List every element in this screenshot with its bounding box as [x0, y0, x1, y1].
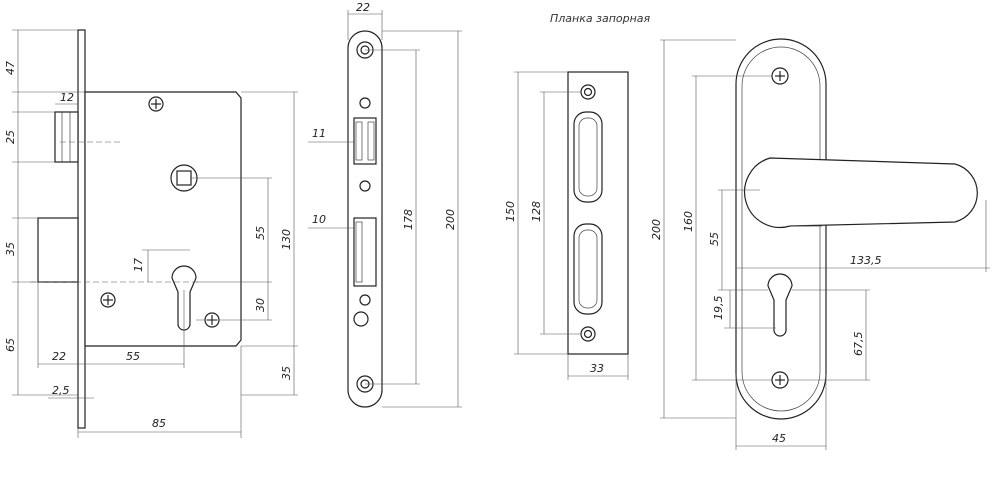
dim-2-5: 2,5 — [52, 384, 70, 397]
dim-30: 30 — [254, 298, 267, 312]
dim-47: 47 — [4, 61, 17, 75]
lever-handle — [744, 157, 978, 229]
dim-12: 12 — [60, 91, 74, 104]
dim-200-faceplate: 200 — [444, 209, 457, 230]
handle-view: 200 160 55 133,5 19,5 67,5 45 — [650, 38, 990, 450]
dim-33: 33 — [590, 362, 604, 375]
screw-icon — [100, 292, 116, 308]
dim-22-faceplate: 22 — [356, 1, 370, 14]
lock-body-view: 47 25 35 65 12 17 22 55 2,5 85 55 130 — [4, 29, 298, 438]
screw-icon — [148, 96, 164, 112]
dim-45: 45 — [772, 432, 786, 445]
escutcheon-plate — [735, 38, 827, 420]
lock-case — [84, 91, 242, 347]
dim-25: 25 — [4, 130, 17, 144]
bolt-opening — [353, 217, 377, 287]
cylinder-cutout — [767, 273, 793, 337]
dim-133-5: 133,5 — [850, 254, 882, 267]
dim-35-left: 35 — [4, 242, 17, 256]
dim-17: 17 — [132, 258, 145, 272]
dim-10: 10 — [312, 213, 326, 226]
spindle-square — [176, 170, 192, 186]
dim-85: 85 — [152, 417, 166, 430]
dim-150: 150 — [504, 201, 517, 222]
dim-128: 128 — [530, 201, 543, 222]
dim-11: 11 — [312, 127, 326, 140]
dim-19-5: 19,5 — [712, 296, 725, 321]
latch-opening — [353, 117, 377, 165]
strike-plate-view: Планка запорная 150 128 33 — [504, 12, 651, 380]
screw-icon — [771, 371, 789, 389]
latch-bolt — [54, 111, 79, 163]
strike-plate-caption: Планка запорная — [550, 12, 651, 25]
dim-65: 65 — [4, 338, 17, 352]
dim-67-5: 67,5 — [852, 332, 865, 357]
dim-22-bottom: 22 — [52, 350, 66, 363]
dim-160: 160 — [682, 211, 695, 232]
strike-slot-upper — [573, 111, 603, 203]
dim-178: 178 — [402, 209, 415, 230]
dim-55-right: 55 — [254, 226, 267, 240]
dim-35-right: 35 — [280, 366, 293, 380]
strike-slot-lower — [573, 223, 603, 315]
dim-130: 130 — [280, 229, 293, 250]
dead-bolt — [37, 217, 79, 283]
lock-front-plate — [77, 29, 86, 429]
dim-55-handle: 55 — [708, 232, 721, 246]
dim-200-handle: 200 — [650, 219, 663, 240]
screw-icon — [771, 67, 789, 85]
faceplate-view: 22 11 10 178 200 — [308, 1, 462, 408]
dim-55-bottom: 55 — [126, 350, 140, 363]
